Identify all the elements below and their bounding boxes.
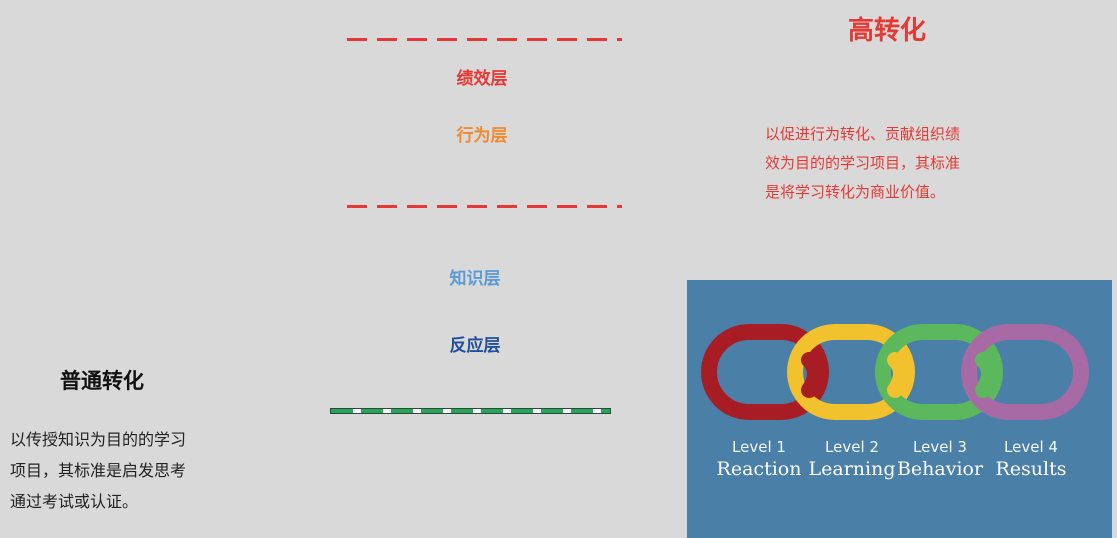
level-4-caption: Level 4 Results xyxy=(981,438,1081,480)
level-2-name: Learning xyxy=(808,458,896,480)
high-conversion-description: 以促进行为转化、贡献组织绩 效为目的的学习项目，其标准 是将学习转化为商业价值。 xyxy=(765,120,1035,207)
layer-performance-label: 绩效层 xyxy=(456,69,508,89)
chain-link-4 xyxy=(961,324,1089,420)
layer-reaction-label: 反应层 xyxy=(449,336,501,356)
level-3-caption: Level 3 Behavior xyxy=(890,438,990,480)
level-1-name: Reaction xyxy=(716,458,802,480)
high-conversion-title: 高转化 xyxy=(848,16,927,46)
top-dashed-divider xyxy=(347,38,622,41)
level-4-name: Results xyxy=(995,458,1067,480)
high-desc-line: 是将学习转化为商业价值。 xyxy=(765,183,946,201)
middle-dashed-divider xyxy=(347,205,622,208)
layer-knowledge-label: 知识层 xyxy=(449,269,501,289)
level-4-number: Level 4 xyxy=(1004,438,1058,456)
chain-overlap-3 xyxy=(975,352,997,398)
chain-links-graphic xyxy=(701,324,1089,420)
layer-behavior-label: 行为层 xyxy=(456,126,508,146)
level-3-number: Level 3 xyxy=(913,438,967,456)
high-desc-line: 效为目的的学习项目，其标准 xyxy=(765,154,961,172)
level-2-caption: Level 2 Learning xyxy=(802,438,902,480)
level-2-number: Level 2 xyxy=(825,438,879,456)
baseline-bar xyxy=(330,408,611,414)
chain-overlap-2 xyxy=(887,352,909,398)
level-1-caption: Level 1 Reaction xyxy=(709,438,809,480)
normal-desc-line: 以传授知识为目的的学习 xyxy=(10,430,187,449)
chain-overlap-1 xyxy=(801,352,823,398)
normal-desc-line: 通过考试或认证。 xyxy=(10,492,139,511)
normal-conversion-description: 以传授知识为目的的学习 项目，其标准是启发思考 通过考试或认证。 xyxy=(10,424,270,517)
level-1-number: Level 1 xyxy=(732,438,786,456)
kirkpatrick-chain-image: Level 1 Reaction Level 2 Learning Level … xyxy=(687,280,1112,538)
high-desc-line: 以促进行为转化、贡献组织绩 xyxy=(765,125,961,143)
normal-conversion-title: 普通转化 xyxy=(60,369,144,393)
normal-desc-line: 项目，其标准是启发思考 xyxy=(10,461,187,480)
level-3-name: Behavior xyxy=(896,458,984,480)
